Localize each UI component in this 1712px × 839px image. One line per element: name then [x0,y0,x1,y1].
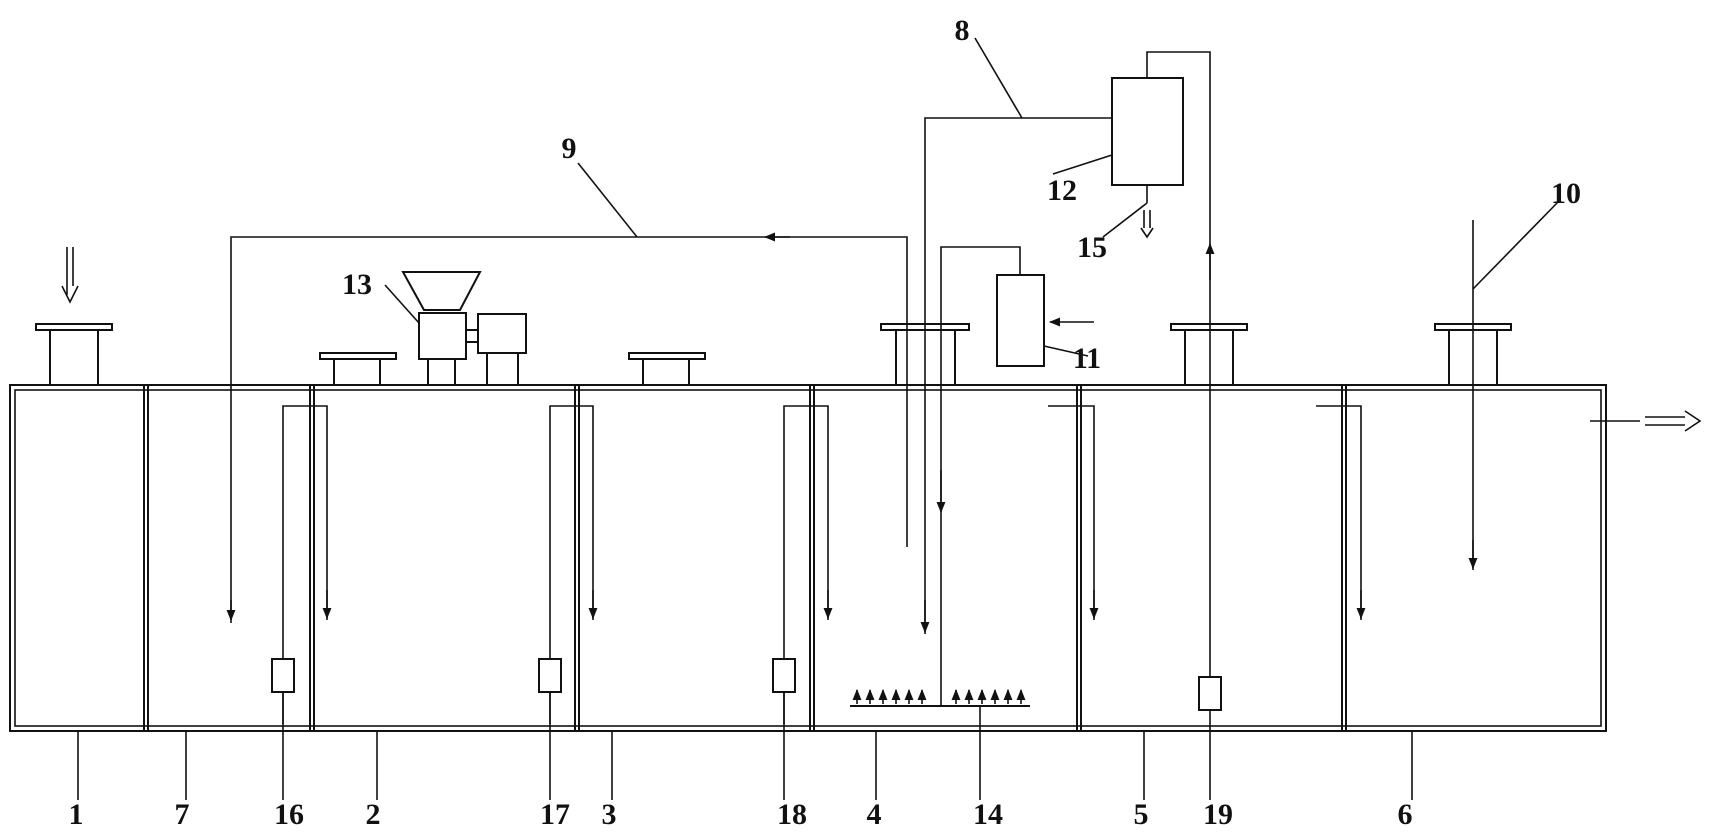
separator-12 [1111,51,1215,676]
pump-19 [1198,676,1222,711]
label-7: 7 [175,798,190,831]
leader-lines [77,37,1559,800]
weir-chamber-5 [1048,405,1099,620]
label-1: 1 [69,798,84,831]
outlet-arrow [1590,410,1702,432]
label-19: 19 [1203,798,1233,831]
label-14: 14 [973,798,1003,831]
label-2: 2 [366,798,381,831]
label-16: 16 [274,798,304,831]
manhole-chamber-1 [35,323,113,385]
label-18: 18 [777,798,807,831]
partition-walls [143,385,1347,731]
label-6: 6 [1398,798,1413,831]
label-4: 4 [867,798,882,831]
label-8: 8 [955,14,970,47]
dosing-device [401,271,527,385]
weir-chamber-6 [1316,405,1366,620]
label-5: 5 [1134,798,1149,831]
inlet-arrow [61,247,79,304]
label-3: 3 [602,798,617,831]
tank-outline [9,384,1607,732]
label-17: 17 [540,798,570,831]
label-10: 10 [1551,177,1581,210]
manhole-chamber-2 [319,352,397,385]
label-15: 15 [1077,231,1107,264]
manhole-chamber-5 [1170,323,1248,385]
manhole-chamber-3 [628,352,706,385]
pump-16 [271,405,332,724]
pump-18 [772,405,833,724]
pump-17 [538,405,598,724]
label-9: 9 [562,132,577,165]
blower-11 [936,246,1094,706]
return-pipe-9 [226,232,908,623]
label-11: 11 [1073,342,1101,375]
label-12: 12 [1047,174,1077,207]
number-labels: 1 7 16 2 17 3 18 4 14 5 19 6 9 8 12 15 1… [69,14,1582,831]
pipe-8 [920,117,1112,634]
label-13: 13 [342,268,372,301]
aerator-14 [850,688,1030,707]
